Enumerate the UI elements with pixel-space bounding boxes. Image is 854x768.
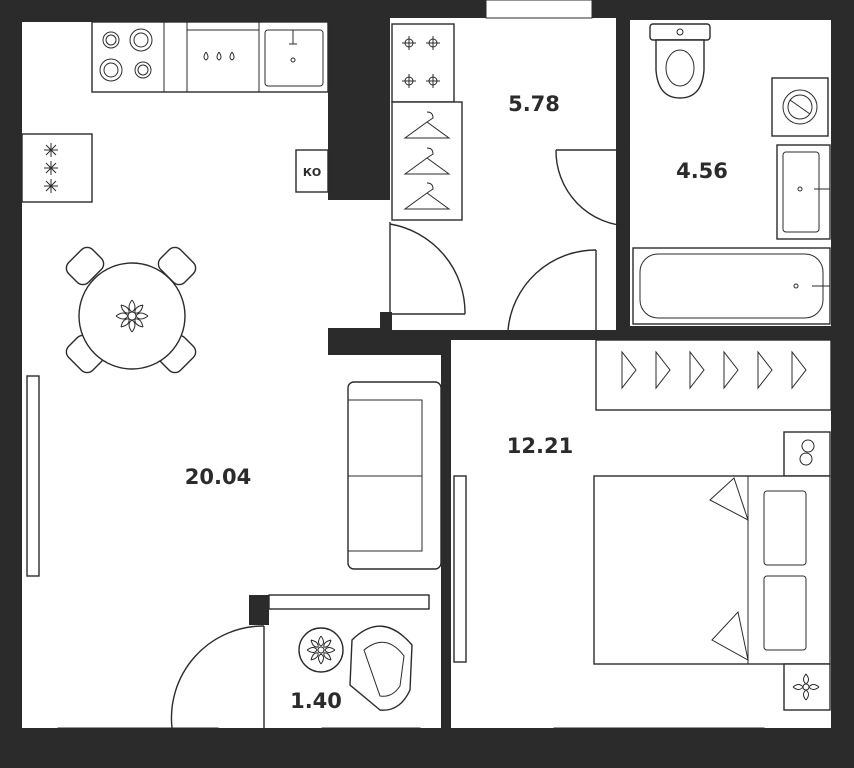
pillow-icon [763,490,807,651]
bathtub-icon [632,247,831,325]
hanger-icon [403,111,451,210]
bed-icon [593,475,831,665]
ko-label: КО [303,166,321,179]
bath-sink-icon [776,144,831,240]
wall-stub [380,312,392,352]
hallway-area: 5.78 [508,92,560,116]
armchair-icon [349,625,413,711]
stove-icon [91,21,165,93]
balcony [268,594,430,711]
dining-table [78,262,186,370]
flower-icon [298,627,344,673]
kitchen-counter [91,21,329,93]
bedroom-wardrobe [595,339,832,411]
sink-icon [258,21,329,93]
living-kitchen-floor [22,22,328,728]
living-kitchen-floor-notch [328,200,390,328]
hallway-hob-icon [391,23,455,103]
flower-icon [115,299,149,333]
balcony-area: 1.40 [290,689,342,713]
windows-bottom [57,727,765,759]
dining-set [65,246,197,374]
sofa-icon [347,381,442,570]
west-window [26,375,40,577]
nightstand [783,663,831,711]
hob-left-icon [21,133,93,203]
balcony-rail [268,594,430,610]
door-swing-icon [170,149,631,729]
boiler-box [295,149,329,193]
balcony-wall-stub [249,595,269,625]
washing-machine-icon [771,77,829,137]
bathroom-area: 4.56 [676,159,728,183]
toilet-icon [649,23,711,99]
bedside-lamp-icon [783,431,831,477]
hanger-icon [621,350,807,390]
bedroom-area: 12.21 [507,434,573,458]
wardrobe [391,101,463,221]
bedroom-window [453,475,467,663]
hallway-window [485,0,593,19]
living-kitchen-area: 20.04 [185,465,251,489]
